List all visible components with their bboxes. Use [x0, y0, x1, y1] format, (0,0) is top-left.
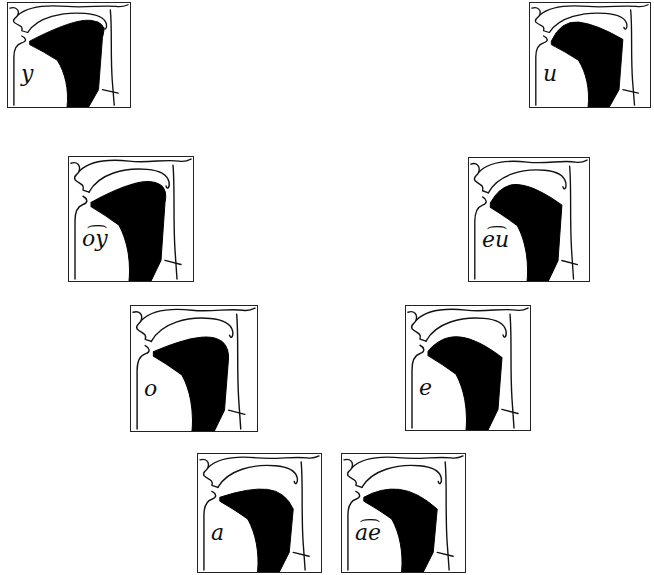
palate	[151, 318, 232, 341]
tongue	[428, 337, 502, 430]
larynx	[102, 90, 118, 93]
upper-lip	[408, 312, 426, 341]
vocal-tract-drawing	[131, 306, 257, 431]
upper-lip	[10, 8, 28, 33]
vowel-label: а	[211, 520, 224, 546]
tongue	[30, 20, 104, 107]
larynx	[165, 260, 181, 264]
tongue	[551, 22, 623, 107]
vowel-label: о	[144, 376, 157, 402]
vocal-tract-drawing	[8, 3, 130, 107]
vowel-label: у	[21, 61, 34, 87]
larynx	[293, 552, 309, 556]
upper-lip	[471, 164, 488, 193]
vowel-label: и	[543, 61, 557, 87]
larynx	[562, 261, 577, 265]
vocal-tract-drawing	[530, 3, 650, 107]
articulation-frame: о͡у	[68, 156, 194, 282]
vocal-tract-drawing	[469, 158, 589, 281]
articulation-frame: а͡е	[341, 453, 466, 573]
articulation-frame: е͡и	[468, 157, 590, 282]
vocal-tract-drawing	[69, 157, 193, 281]
articulation-frame: и	[529, 2, 651, 108]
vowel-label: а͡е	[355, 520, 381, 546]
vocal-tract-drawing	[342, 454, 465, 572]
articulation-frame: е	[405, 305, 531, 431]
upper-lip	[133, 312, 151, 342]
tongue	[153, 337, 228, 431]
vowel-label: е	[419, 375, 432, 401]
vocal-tract-drawing	[198, 454, 321, 572]
tongue	[220, 489, 293, 572]
upper-lip	[344, 459, 362, 487]
upper-lip	[71, 163, 89, 192]
palate	[218, 465, 298, 487]
palate	[362, 465, 442, 487]
vowel-label: е͡и	[482, 227, 509, 253]
articulation-frame: у	[7, 2, 131, 108]
articulation-frame: о	[130, 305, 258, 432]
vocal-tract-drawing	[406, 306, 530, 430]
upper-lip	[200, 459, 218, 487]
larynx	[437, 552, 453, 556]
articulation-frame: а	[197, 453, 322, 573]
larynx	[623, 90, 638, 93]
vowel-label: о͡у	[82, 226, 108, 252]
upper-lip	[532, 8, 549, 33]
larynx	[502, 409, 518, 413]
larynx	[229, 410, 245, 414]
